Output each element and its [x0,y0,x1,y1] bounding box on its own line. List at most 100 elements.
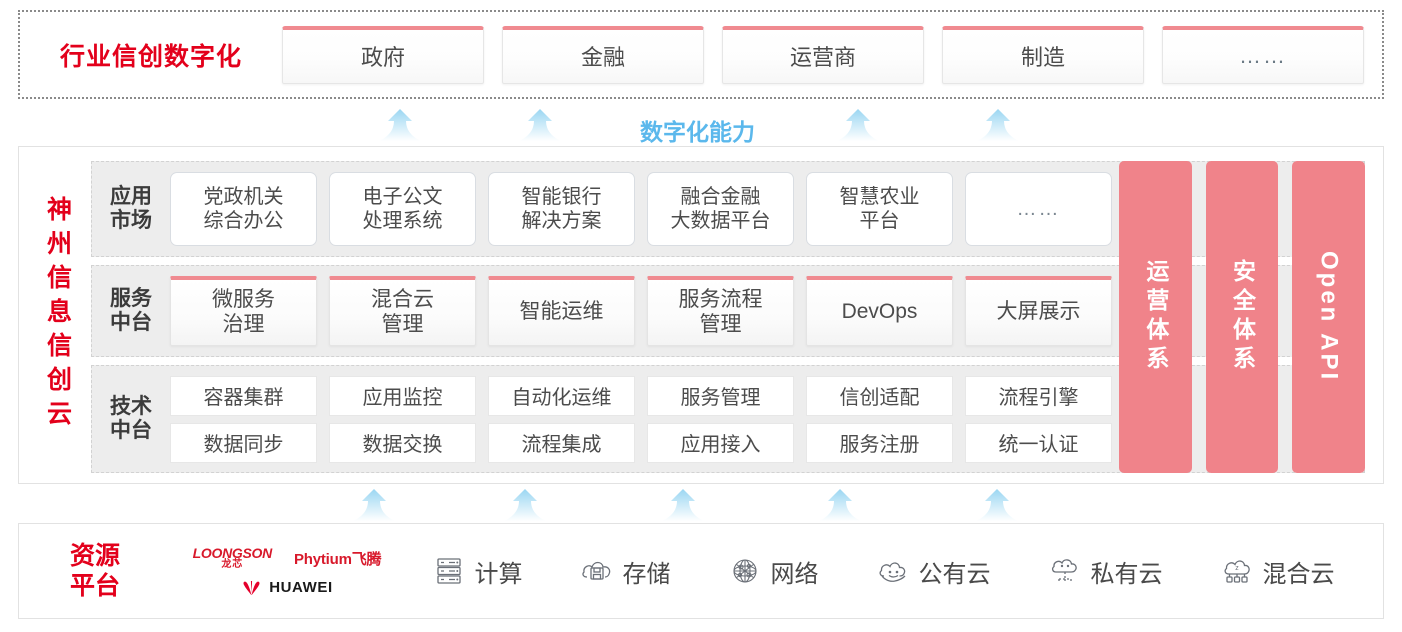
resource-arrow-up-2 [503,488,547,522]
capability-arrow-up-3 [836,108,880,142]
svc-box-service-process-management-line2: 管理 [699,312,742,336]
tech-box-service-registry[interactable]: 服务注册 [806,422,953,463]
app-box-smart-agriculture-line2: 平台 [859,210,900,232]
svc-box-large-screen-display[interactable]: 大屏展示 [965,276,1112,346]
resource-item-compute[interactable]: 计算 [432,554,523,589]
svc-box-microservice-governance-line1: 微服务 [212,287,275,311]
resource-item-list: 计算 存储 [403,554,1383,589]
app-box-finance-bigdata[interactable]: 融合金融 大数据平台 [647,172,794,246]
svg-text:z: z [1235,565,1239,572]
capability-arrow-up-1 [378,108,422,142]
capability-arrow-up-4 [976,108,1020,142]
resource-item-network[interactable]: 网络 [728,554,819,589]
tech-box-process-engine[interactable]: 流程引擎 [965,375,1112,416]
capability-arrow-up-2 [518,108,562,142]
svc-box-service-process-management[interactable]: 服务流程 管理 [647,276,794,346]
resource-arrow-up-4 [818,488,862,522]
resource-item-storage-label: 存储 [622,560,671,588]
app-box-government-office[interactable]: 党政机关 综合办公 [170,172,317,246]
tech-box-data-exchange[interactable]: 数据交换 [329,422,476,463]
tech-box-data-sync[interactable]: 数据同步 [170,422,317,463]
resource-item-hybrid-cloud-label: 混合云 [1262,560,1335,588]
svc-box-service-process-management-line1: 服务流程 [678,287,763,311]
app-box-edoc-system-line1: 电子公文 [362,186,443,208]
app-box-more[interactable]: …… [965,172,1112,246]
tech-box-app-monitoring[interactable]: 应用监控 [329,375,476,416]
industry-box-finance[interactable]: 金融 [502,25,704,84]
app-box-smart-agriculture[interactable]: 智慧农业 平台 [806,172,953,246]
resource-panel-title-line2: 平台 [69,572,120,600]
svc-box-devops[interactable]: DevOps [806,276,953,346]
tier-label-tech-platform-line1: 技术 [110,395,152,419]
tier-label-tech-platform-line2: 中台 [110,419,152,442]
app-box-smart-bank-line1: 智能银行 [521,186,602,208]
vendor-logo-group: LOONGSON 龙芯 Phytium飞腾 HUAWEI [171,546,403,596]
resource-panel: 资源 平台 LOONGSON 龙芯 Phytium飞腾 [18,523,1384,619]
industry-box-more[interactable]: …… [1162,25,1364,84]
public-cloud-icon [876,555,910,587]
pillar-operations-system[interactable]: 运营体系 [1119,161,1192,473]
pillar-operations-system-label: 运营体系 [1142,259,1169,375]
tier-area: 应用 市场 党政机关 综合办公 电子公文 处理系统 [91,147,1383,483]
huawei-logo: HUAWEI [241,579,333,596]
tech-row-1: 容器集群 应用监控 自动化运维 服务管理 信创适配 流程引擎 [170,375,1112,416]
pillar-security-system[interactable]: 安全体系 [1205,161,1279,473]
tech-box-xinchuang-adaptation[interactable]: 信创适配 [806,375,953,416]
digital-capability-label: 数字化能力 [640,119,755,145]
app-box-smart-bank-line2: 解决方案 [521,210,602,232]
tech-box-app-access[interactable]: 应用接入 [647,422,794,463]
server-icon [432,555,466,587]
resource-item-public-cloud-label: 公有云 [918,560,991,588]
tier-label-app-market: 应用 市场 [92,185,170,232]
app-box-edoc-system[interactable]: 电子公文 处理系统 [329,172,476,246]
pillar-open-api[interactable]: Open API [1292,161,1366,473]
resource-item-hybrid-cloud[interactable]: z 混合云 [1220,554,1335,589]
app-box-smart-bank[interactable]: 智能银行 解决方案 [488,172,635,246]
tech-box-service-management[interactable]: 服务管理 [647,375,794,416]
tech-box-automated-ops[interactable]: 自动化运维 [488,375,635,416]
industry-box-government[interactable]: 政府 [282,25,484,84]
cloud-panel: 神州信息信创云 应用 市场 党政机关 综合办公 [18,146,1384,484]
svc-box-hybrid-cloud-management-line1: 混合云 [371,287,434,311]
network-icon [728,555,762,587]
svc-box-hybrid-cloud-management[interactable]: 混合云 管理 [329,276,476,346]
svc-box-microservice-governance[interactable]: 微服务 治理 [170,276,317,346]
app-box-finance-bigdata-line1: 融合金融 [680,186,761,208]
pillar-security-system-label: 安全体系 [1229,259,1256,375]
resource-item-storage[interactable]: 存储 [580,554,671,589]
pillar-group: 运营体系 安全体系 Open API [1119,161,1366,473]
resource-item-compute-label: 计算 [474,560,523,588]
tech-box-container-cluster[interactable]: 容器集群 [170,375,317,416]
vendor-logo-row-1: LOONGSON 龙芯 Phytium飞腾 [193,546,382,570]
tier-label-app-market-line2: 市场 [110,209,152,232]
resource-arrow-up-1 [352,488,396,522]
tech-box-process-integration[interactable]: 流程集成 [488,422,635,463]
cloud-panel-title-text: 神州信息信创云 [43,196,72,434]
app-box-government-office-line1: 党政机关 [203,186,284,208]
vendor-logo-row-2: HUAWEI [241,579,333,596]
tier-tech-platform-rows: 容器集群 应用监控 自动化运维 服务管理 信创适配 流程引擎 数据同步 数据交换… [170,375,1364,463]
tier-app-market-items: 党政机关 综合办公 电子公文 处理系统 智能银行 解决方案 [170,172,1364,246]
resource-panel-title-line1: 资源 [69,542,120,570]
tier-label-service-platform-line2: 中台 [110,311,152,334]
tier-label-app-market-line1: 应用 [110,185,152,209]
private-cloud-icon [1048,555,1082,587]
loongson-logo-en: LOONGSON [192,545,273,561]
industry-band: 行业信创数字化 政府 金融 运营商 制造 …… [18,10,1384,99]
resource-arrow-up-5 [975,488,1019,522]
svc-box-intelligent-ops[interactable]: 智能运维 [488,276,635,346]
industry-box-telecom[interactable]: 运营商 [722,25,924,84]
resource-item-private-cloud[interactable]: 私有云 [1048,554,1163,589]
resource-item-public-cloud[interactable]: 公有云 [876,554,991,589]
app-box-smart-agriculture-line1: 智慧农业 [839,186,920,208]
pillar-open-api-label: Open API [1315,251,1343,383]
loongson-logo: LOONGSON 龙芯 [192,545,273,570]
svc-box-microservice-governance-line2: 治理 [222,312,265,336]
cloud-panel-title: 神州信息信创云 [19,147,91,483]
hybrid-cloud-icon: z [1220,555,1254,587]
industry-box-manufacturing[interactable]: 制造 [942,25,1144,84]
tier-service-platform-items: 微服务 治理 混合云 管理 智能运维 服务流程 [170,276,1364,346]
tech-box-unified-auth[interactable]: 统一认证 [965,422,1112,463]
industry-box-list: 政府 金融 运营商 制造 …… [282,25,1382,84]
